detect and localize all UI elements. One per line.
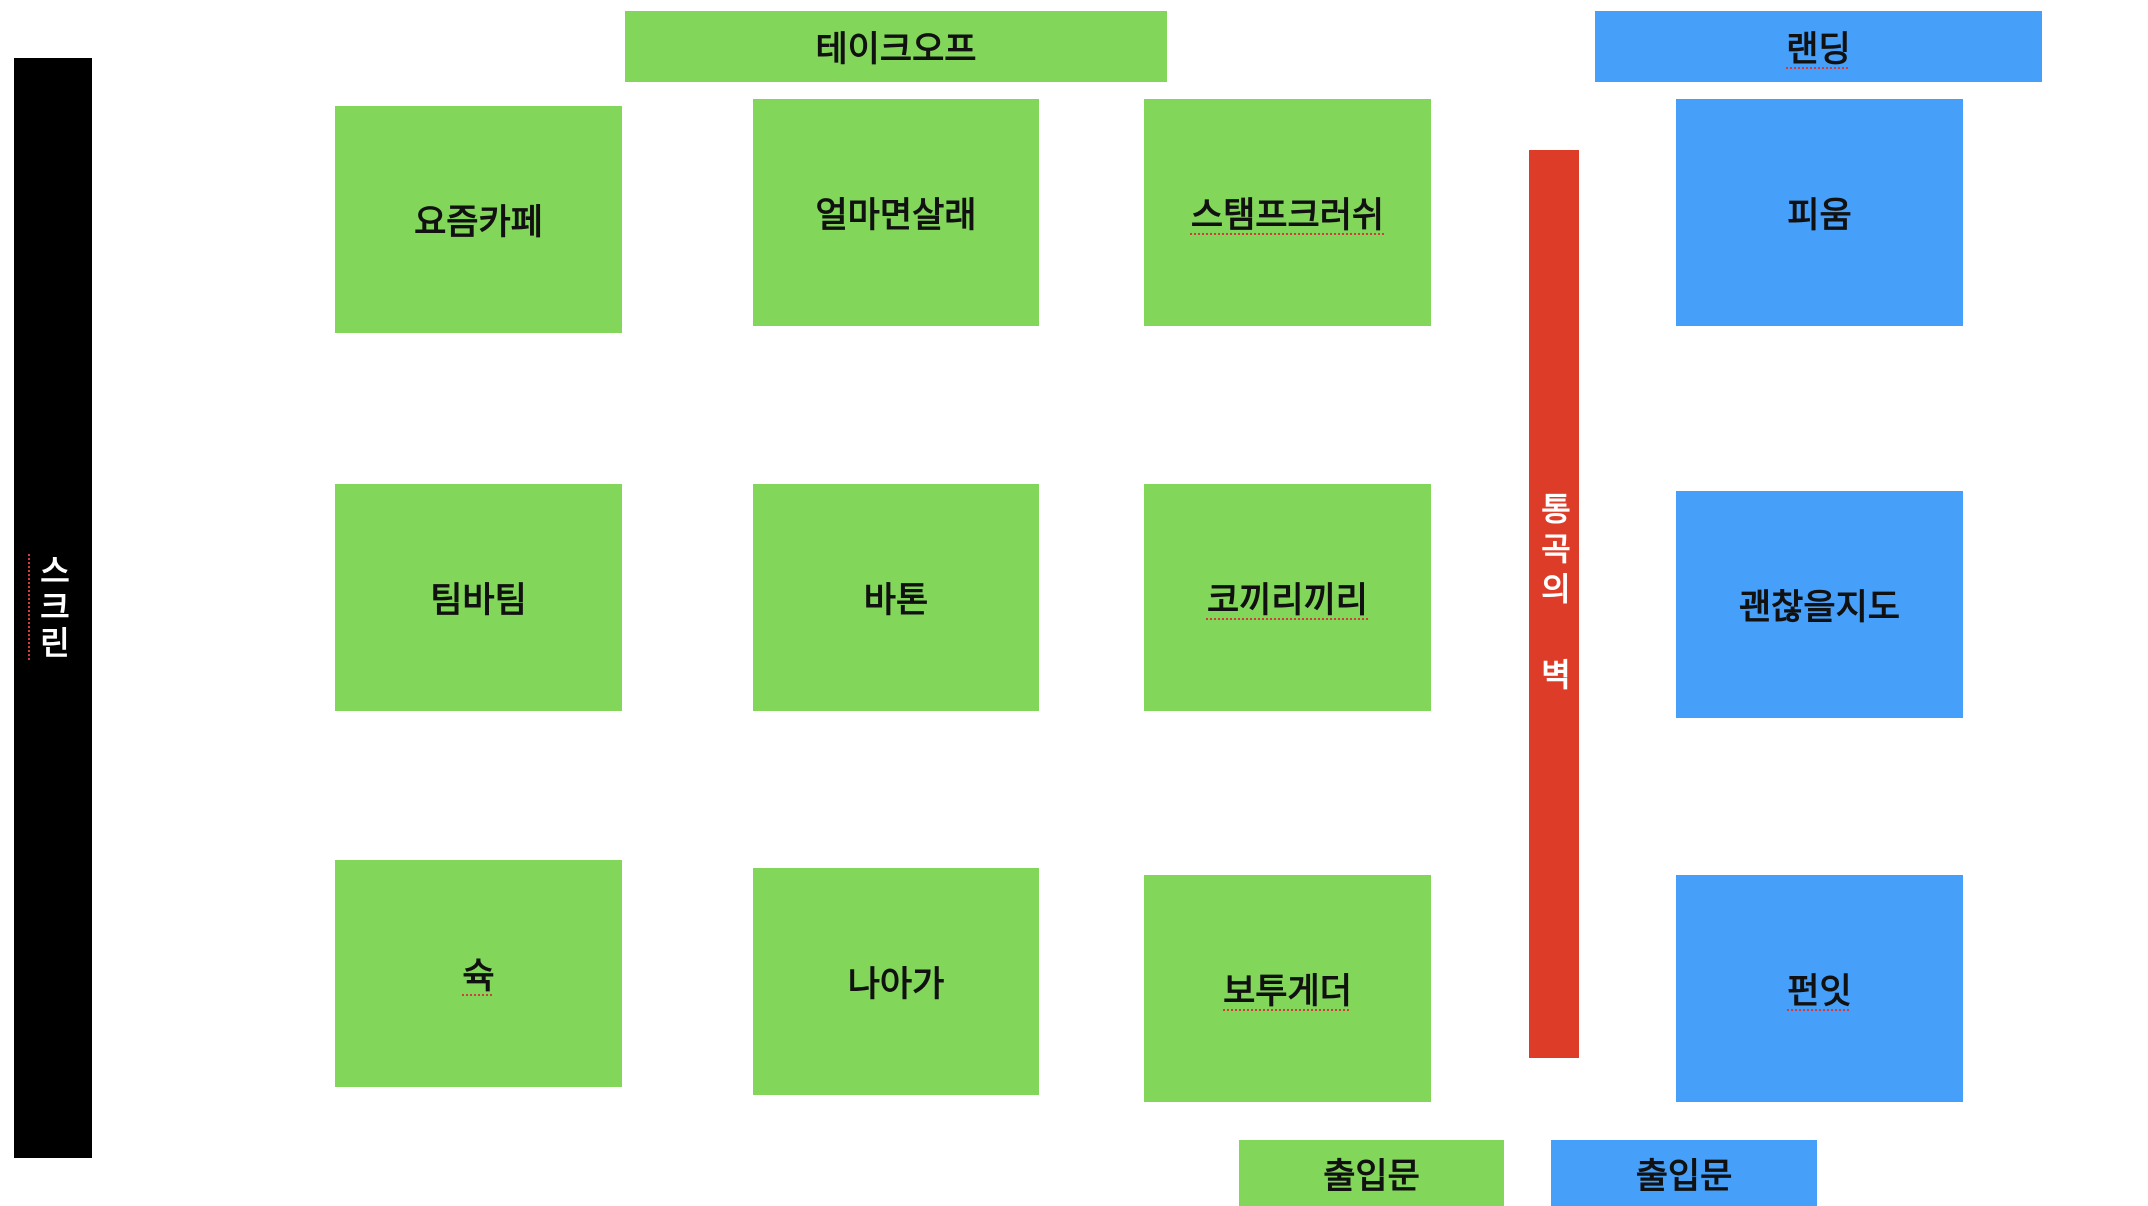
booth-label: 코끼리끼리 — [1206, 581, 1368, 621]
wailing-wall: 통곡의 벽 — [1529, 150, 1579, 1058]
booth-label: 슉 — [462, 957, 495, 997]
screen-label: 스크린 — [34, 554, 72, 662]
booth-baton: 바톤 — [753, 484, 1039, 711]
booth-label: 괜찮을지도 — [1738, 588, 1900, 628]
booth-label: 피움 — [1787, 196, 1852, 236]
wall-label: 통곡의 벽 — [1535, 492, 1573, 698]
booth-gwaenchaneuljido: 괜찮을지도 — [1676, 491, 1963, 718]
entrance-blue: 출입문 — [1551, 1140, 1817, 1206]
screen: 스크린 — [14, 58, 92, 1158]
booth-label: 요즘카페 — [414, 203, 543, 243]
booth-label: 팀바팀 — [430, 581, 527, 621]
booth-funeat: 펀잇 — [1676, 875, 1963, 1102]
landing-label: 랜딩 — [1786, 30, 1851, 70]
takeoff-banner: 테이크오프 — [625, 11, 1167, 82]
entrance-label: 출입문 — [1323, 1156, 1420, 1197]
entrance-label: 출입문 — [1635, 1156, 1733, 1197]
entrance-green: 출입문 — [1239, 1140, 1504, 1206]
booth-kokkirikkiri: 코끼리끼리 — [1144, 484, 1431, 711]
booth-label: 보투게더 — [1223, 972, 1352, 1012]
booth-naaga: 나아가 — [753, 868, 1039, 1095]
booth-shuk: 슉 — [335, 860, 622, 1087]
booth-stampcrush: 스탬프크러쉬 — [1144, 99, 1431, 326]
booth-yojeum-cafe: 요즘카페 — [335, 106, 622, 333]
booth-eolmamyeonsallae: 얼마면살래 — [753, 99, 1039, 326]
booth-teambateam: 팀바팀 — [335, 484, 622, 711]
booth-label: 스탬프크러쉬 — [1190, 196, 1385, 236]
booth-label: 펀잇 — [1787, 972, 1852, 1012]
booth-votogether: 보투게더 — [1144, 875, 1431, 1102]
booth-pium: 피움 — [1676, 99, 1963, 326]
booth-label: 나아가 — [847, 965, 945, 1005]
booth-label: 바톤 — [863, 581, 929, 621]
booth-label: 얼마면살래 — [815, 196, 977, 236]
landing-banner: 랜딩 — [1595, 11, 2042, 82]
takeoff-label: 테이크오프 — [815, 30, 977, 70]
